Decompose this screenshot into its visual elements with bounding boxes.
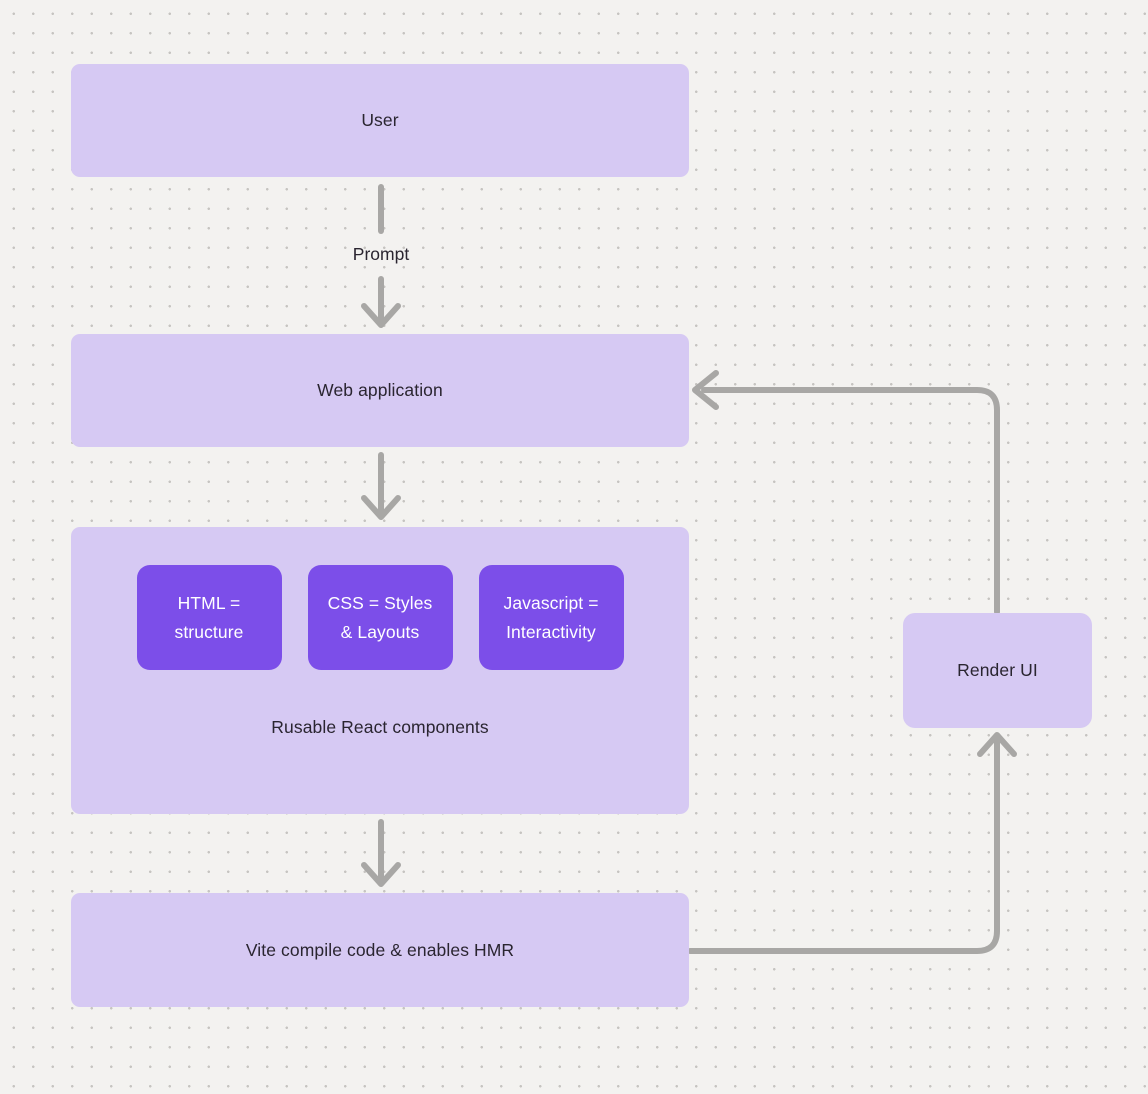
chip-html-line2: structure (174, 621, 244, 642)
node-web-application: Web application (71, 334, 689, 447)
chip-css: CSS = Styles & Layouts (307, 565, 453, 670)
node-user-label: User (361, 110, 399, 130)
chip-css-line1: CSS = Styles (327, 592, 433, 613)
arrow-webapp-to-components (361, 452, 401, 520)
node-vite: Vite compile code & enables HMR (71, 893, 689, 1007)
node-web-application-label: Web application (317, 380, 443, 400)
components-group-caption: Rusable React components (271, 717, 489, 737)
arrow-vite-to-renderui (687, 732, 1017, 954)
chip-javascript-line1: Javascript = (503, 592, 599, 613)
node-user: User (71, 64, 689, 177)
arrow-renderui-to-webapp (692, 370, 1000, 615)
arrowhead-up-icon (977, 732, 1017, 757)
arrowhead-down-icon (361, 495, 401, 520)
arrowhead-down-icon (361, 862, 401, 887)
chip-html: HTML = structure (136, 565, 282, 670)
arrowhead-down-icon (361, 303, 401, 328)
chip-javascript-line2: Interactivity (506, 621, 596, 642)
node-render-ui: Render UI (903, 613, 1092, 728)
chip-css-line2: & Layouts (340, 621, 420, 642)
chip-javascript: Javascript = Interactivity (478, 565, 624, 670)
chip-html-line1: HTML = (177, 592, 241, 613)
edge-label-prompt: Prompt (352, 244, 410, 264)
arrowhead-left-icon (692, 370, 719, 410)
node-vite-label: Vite compile code & enables HMR (245, 939, 515, 960)
node-components-group: HTML = structure CSS = Styles & Layouts … (71, 527, 689, 814)
arrow-components-to-vite (361, 819, 401, 887)
node-render-ui-label: Render UI (957, 660, 1038, 680)
components-row: HTML = structure CSS = Styles & Layouts … (71, 565, 689, 670)
arrow-user-to-webapp (361, 184, 401, 328)
